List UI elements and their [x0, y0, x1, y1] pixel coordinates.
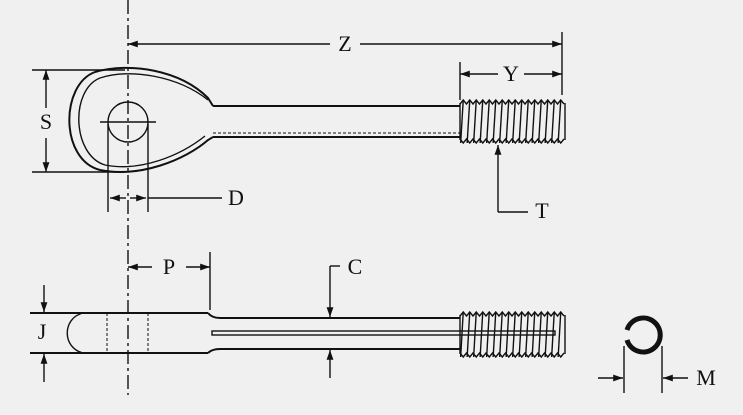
thread-crest [492, 311, 497, 358]
thread-side [459, 310, 566, 359]
thread-crest [459, 99, 464, 144]
thread-crest [472, 99, 477, 144]
label-t: T [535, 198, 549, 223]
label-c: C [348, 254, 363, 279]
label-s: S [40, 109, 52, 134]
top-view: Z Y S D T [32, 31, 566, 223]
label-z: Z [338, 31, 351, 56]
thread-crest [537, 99, 542, 144]
thread-crest [479, 99, 484, 144]
thread-crest [498, 311, 503, 358]
thread-crest [492, 99, 497, 144]
thread-crest [550, 311, 555, 358]
thread-top [459, 98, 566, 145]
thread-crest [524, 99, 529, 144]
thread-crest [557, 99, 562, 144]
thread-profile [459, 98, 565, 106]
thread-crest [544, 99, 549, 144]
thread-crest [524, 311, 529, 358]
thread-crest [511, 311, 516, 358]
thread-crest [550, 99, 555, 144]
thread-crest [505, 311, 510, 358]
thread-crest [485, 311, 490, 358]
thread-crest [485, 99, 490, 144]
thread-profile [459, 351, 565, 359]
ring-section [624, 315, 663, 355]
thread-crest [472, 311, 477, 358]
thread-crest [531, 311, 536, 358]
thread-crest [459, 311, 464, 358]
label-d: D [228, 185, 244, 210]
label-y: Y [503, 61, 519, 86]
thread-crest [466, 99, 471, 144]
thread-crest [498, 99, 503, 144]
label-p: P [163, 254, 175, 279]
thread-profile [459, 310, 565, 318]
label-j: J [38, 319, 47, 344]
thread-crest [544, 311, 549, 358]
thread-crest [518, 99, 523, 144]
eye-inner-outline [78, 73, 209, 168]
thread-crest [479, 311, 484, 358]
thread-crest [511, 99, 516, 144]
thread-profile [459, 137, 565, 145]
thread-crest [531, 99, 536, 144]
eye-outline [68, 66, 214, 173]
thread-crest [557, 311, 562, 358]
thread-crest [518, 311, 523, 358]
thread-crest [505, 99, 510, 144]
thread-crest [466, 311, 471, 358]
thread-crest [537, 311, 542, 358]
label-m: M [696, 365, 716, 390]
side-view: J P C M [30, 252, 716, 393]
